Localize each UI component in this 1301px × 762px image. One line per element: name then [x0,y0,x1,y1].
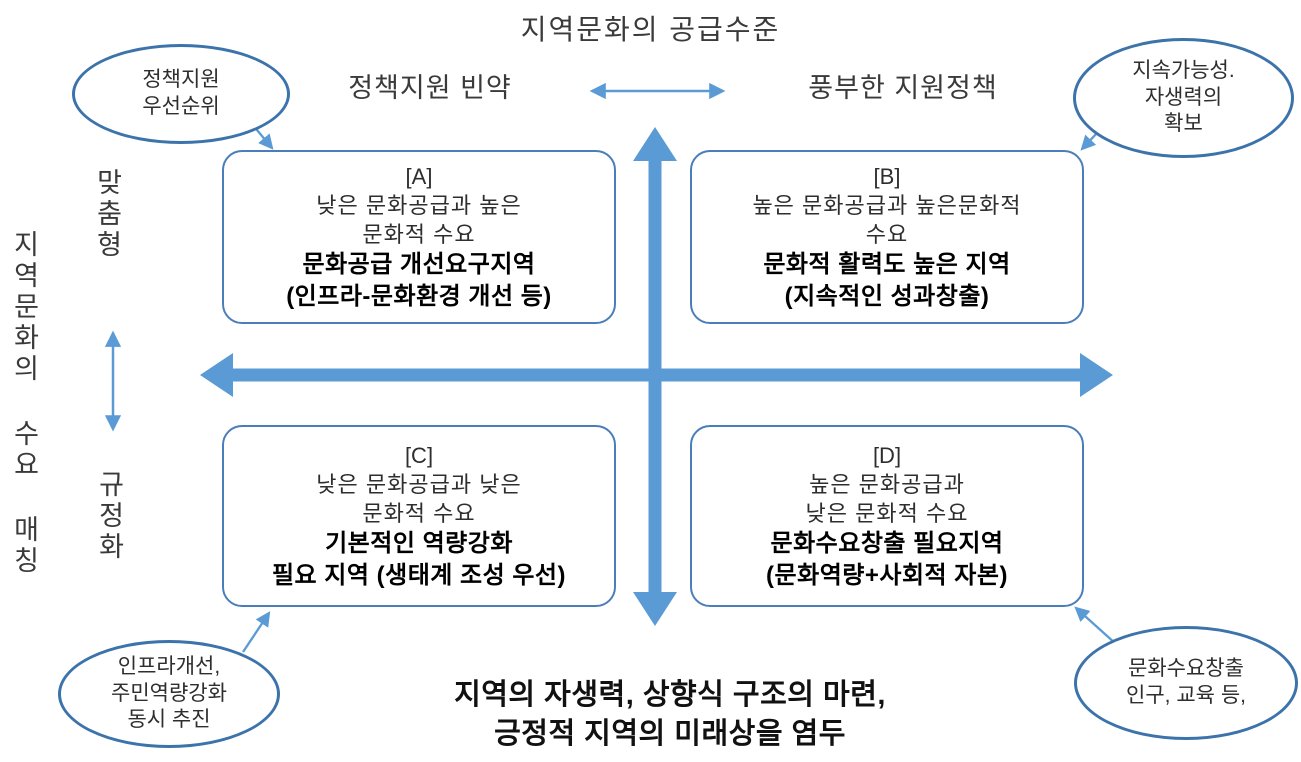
callout-br-line1: 문화수요창출 [1128,657,1244,681]
quadrant-d-bold2: (문화역량+사회적 자본) [766,561,1008,589]
callout-bl-line1: 인프라개선, [117,654,221,678]
y-axis-top-label: 맞춤형 [92,168,122,261]
quadrant-d-tag: [D] [872,442,902,468]
quadrant-c-tag: [C] [404,442,434,468]
quadrant-a-bold1: 문화공급 개선요구지역 [302,250,536,278]
x-axis-right-label: 풍부한 지원정책 [808,73,998,103]
footer-line1: 지역의 자생력, 상향식 구조의 마련, [454,679,886,711]
quadrant-box-a: [A] 낮은 문화공급과 높은 문화적 수요 문화공급 개선요구지역 (인프라-… [222,150,616,324]
vertical-axis-arrow [633,127,677,626]
callout-demand-creation: 문화수요창출 인구, 교육 등, [1074,626,1298,740]
callout-tr-line2: 자생력의 [1144,85,1223,109]
quadrant-box-c: [C] 낮은 문화공급과 낮은 문화적 수요 기본적인 역량강화 필요 지역 (… [222,425,616,607]
callout-sustainability: 지속가능성. 자생력의 확보 [1073,38,1294,158]
quadrant-a-bold2: (인프라-문화환경 개선 등) [286,282,552,310]
y-axis-label: 지역문화의 수요 매칭 [9,230,39,577]
quadrant-b-bold2: (지속적인 성과창출) [784,282,990,310]
y-axis-bottom-label: 규정화 [94,470,124,563]
callout-tl-line1: 정책지원 [142,68,220,92]
quadrant-d-desc2: 낮은 문화적 수요 [805,500,969,526]
connector-arrow-bottom-left [242,611,271,653]
callout-bl-line3: 동시 추진 [127,708,211,732]
quadrant-a-desc2: 문화적 수요 [362,221,476,247]
quadrant-box-b: [B] 높은 문화공급과 높은문화적 수요 문화적 활력도 높은 지역 (지속적… [690,150,1084,324]
diagram-title: 지역문화의 공급수준 [520,14,781,45]
callout-br-line2: 인구, 교육 등, [1126,684,1246,707]
quadrant-b-desc1: 높은 문화공급과 높은문화적 [752,192,1022,218]
quadrant-c-bold2: 필요 지역 (생태계 조성 우선) [271,561,567,589]
connector-arrow-bottom-right [1074,606,1117,645]
quadrant-c-desc1: 낮은 문화공급과 낮은 [316,471,522,497]
quadrant-c-desc2: 문화적 수요 [362,500,476,526]
quadrant-c-bold1: 기본적인 역량강화 [325,529,513,557]
callout-infra-improvement: 인프라개선, 주민역량강화 동시 추진 [58,640,280,748]
footer-note: 지역의 자생력, 상향식 구조의 마련, 긍정적 지역의 미래상을 염두 [370,676,970,753]
quadrant-b-tag: [B] [873,163,901,189]
callout-tl-line2: 우선순위 [142,95,220,118]
callout-policy-priority: 정책지원 우선순위 [72,44,290,144]
callout-tr-line1: 지속가능성. [1132,58,1235,82]
quadrant-d-desc1: 높은 문화공급과 [809,471,965,497]
footer-line2: 긍정적 지역의 미래상을 염두 [494,717,846,750]
quadrant-b-bold1: 문화적 활력도 높은 지역 [763,250,1011,278]
x-axis-left-label: 정책지원 빈약 [348,73,512,103]
quadrant-box-d: [D] 높은 문화공급과 낮은 문화적 수요 문화수요창출 필요지역 (문화역량… [690,425,1084,607]
quadrant-a-desc1: 낮은 문화공급과 높은 [316,192,522,218]
callout-bl-line2: 주민역량강화 [111,681,227,705]
quadrant-a-tag: [A] [405,163,433,189]
quadrant-b-desc2: 수요 [865,221,909,247]
quadrant-d-bold1: 문화수요창출 필요지역 [770,529,1004,557]
callout-tr-line3: 확보 [1164,112,1203,136]
